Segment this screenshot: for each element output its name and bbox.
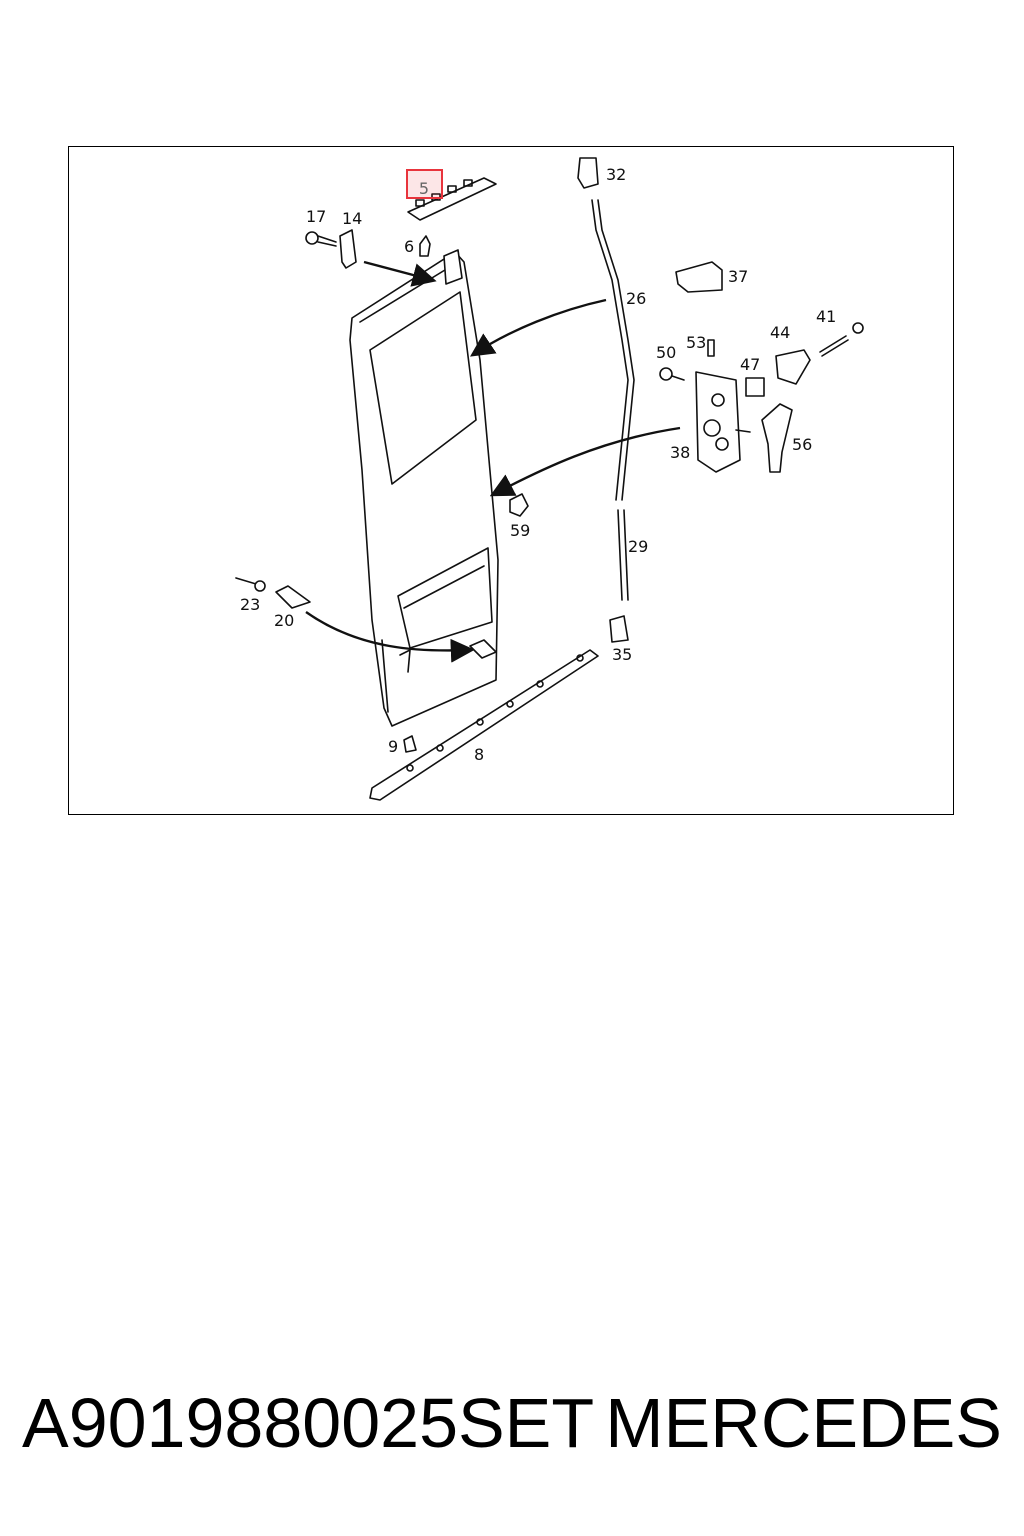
callout-59[interactable]: 59	[510, 521, 530, 540]
arrow-26-door	[470, 298, 607, 357]
part-29-rod[interactable]	[617, 509, 629, 601]
part-17-bolt[interactable]	[305, 231, 337, 247]
part-26-rod[interactable]	[591, 199, 629, 501]
highlight-box-5	[406, 169, 443, 199]
callout-9[interactable]: 9	[388, 737, 398, 756]
door-panel	[349, 251, 499, 727]
callout-26[interactable]: 26	[626, 289, 646, 308]
callout-8[interactable]: 8	[474, 745, 484, 764]
callout-37[interactable]: 37	[728, 267, 748, 286]
arrow-20-door	[305, 611, 475, 663]
callout-44[interactable]: 44	[770, 323, 790, 342]
callout-38[interactable]: 38	[670, 443, 690, 462]
callout-56[interactable]: 56	[792, 435, 812, 454]
part-47-block[interactable]	[745, 377, 765, 397]
part-14-bracket[interactable]	[339, 229, 357, 269]
callout-41[interactable]: 41	[816, 307, 836, 326]
diagram-frame	[68, 146, 954, 815]
part-56-handle[interactable]	[761, 403, 793, 473]
part-59-clip[interactable]	[509, 493, 529, 517]
callout-5[interactable]: 5	[419, 179, 429, 198]
callout-47[interactable]: 47	[740, 355, 760, 374]
callout-35[interactable]: 35	[612, 645, 632, 664]
callout-53[interactable]: 53	[686, 333, 706, 352]
callout-50[interactable]: 50	[656, 343, 676, 362]
part-8-strip[interactable]	[369, 649, 599, 801]
part-44-bracket[interactable]	[775, 349, 811, 385]
callout-20[interactable]: 20	[274, 611, 294, 630]
callout-14[interactable]: 14	[342, 209, 362, 228]
part-32-guide[interactable]	[577, 157, 599, 189]
part-37-bracket[interactable]	[675, 261, 723, 293]
arrow-38-door	[489, 426, 681, 497]
part-6-clip[interactable]	[419, 235, 431, 257]
part-41-bolt[interactable]	[819, 322, 864, 357]
part-20-bracket[interactable]	[275, 585, 311, 609]
part-35-guide[interactable]	[609, 615, 629, 643]
part-53-pin[interactable]	[707, 339, 715, 357]
door-lower-bracket	[469, 639, 497, 659]
part-23-pin[interactable]	[235, 577, 257, 585]
part-9-clip[interactable]	[403, 735, 417, 753]
part-number: A9019880025SET	[22, 1384, 595, 1462]
footer: A9019880025SET MERCEDES	[0, 1378, 1024, 1468]
callout-17[interactable]: 17	[306, 207, 326, 226]
part-38-lock[interactable]	[695, 371, 751, 473]
callout-29[interactable]: 29	[628, 537, 648, 556]
door-hinge-bracket	[443, 249, 463, 285]
callout-23[interactable]: 23	[240, 595, 260, 614]
arrow-14-door	[363, 260, 437, 287]
part-50-screw[interactable]	[659, 367, 685, 381]
callout-32[interactable]: 32	[606, 165, 626, 184]
callout-6[interactable]: 6	[404, 237, 414, 256]
brand-name: MERCEDES	[605, 1384, 1002, 1462]
